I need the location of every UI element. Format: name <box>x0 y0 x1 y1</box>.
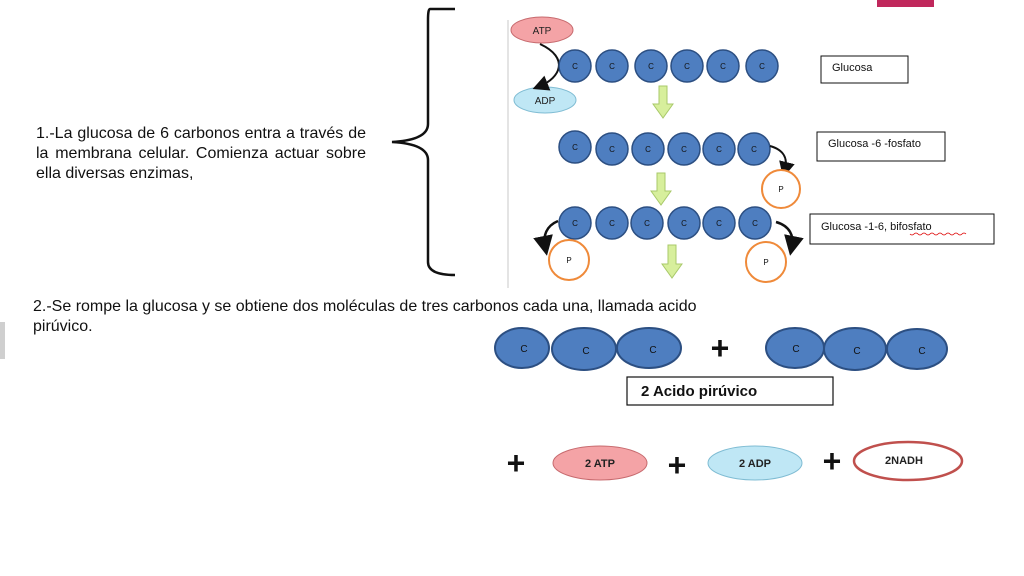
carbon-atom <box>667 132 701 166</box>
carbon-label: C <box>644 219 650 228</box>
carbon-atom <box>737 132 771 166</box>
phosphate-arrow <box>769 145 795 178</box>
step-1-text: 1.-La glucosa de 6 carbonos entra a trav… <box>36 125 366 182</box>
carbon-label: C <box>582 346 589 357</box>
spellcheck-underline <box>909 232 967 236</box>
carbon-label: C <box>681 145 687 154</box>
carbon-label: C <box>792 344 799 355</box>
glucose-6-phosphate-label: Glucosa -6 -fosfato <box>828 138 921 150</box>
carbon-atom <box>670 49 704 83</box>
atp-2-label: 2 ATP <box>585 458 615 470</box>
phosphate-arrow-right <box>775 220 804 256</box>
carbon-label: C <box>759 62 765 71</box>
carbon-label: C <box>716 219 722 228</box>
carbon-label: C <box>520 344 527 355</box>
carbon-atom <box>616 327 682 369</box>
carbon-label: C <box>572 62 578 71</box>
down-arrow <box>661 244 683 279</box>
pyruvate-box: 2 Acido pirúvico <box>626 376 834 406</box>
carbon-label: C <box>684 62 690 71</box>
carbon-atom <box>558 130 592 164</box>
plus-sign: + <box>823 443 842 479</box>
carbon-atom <box>706 49 740 83</box>
carbon-atom <box>558 49 592 83</box>
g16bp-prefix: Glucosa -1-6, <box>821 221 890 233</box>
glucose-1-6-bisphosphate-chain: C C C C C C <box>558 206 772 240</box>
carbon-atom <box>667 206 701 240</box>
carbon-atom <box>494 327 550 369</box>
carbon-atom <box>595 49 629 83</box>
down-arrow <box>650 172 672 206</box>
carbon-atom <box>886 328 948 370</box>
pyruvate-molecule-2: C C C <box>765 327 948 371</box>
carbon-label: C <box>609 219 615 228</box>
glucose-box: Glucosa <box>820 55 909 84</box>
glucose-6-phosphate-chain: C C C C C C <box>558 130 771 166</box>
carbon-atom <box>634 49 668 83</box>
carbon-label: C <box>648 62 654 71</box>
carbon-atom <box>738 206 772 240</box>
carbon-label: C <box>853 346 860 357</box>
plus-sign: + <box>668 447 687 483</box>
carbon-atom <box>595 132 629 166</box>
carbon-atom <box>630 206 664 240</box>
carbon-label: C <box>609 145 615 154</box>
nadh-label: 2NADH <box>885 455 923 467</box>
g16bp-word: bifosfato <box>890 221 932 233</box>
carbon-label: C <box>720 62 726 71</box>
carbon-atom <box>631 132 665 166</box>
pyruvate-label: 2 Acido pirúvico <box>641 383 757 400</box>
carbon-label: C <box>609 62 615 71</box>
carbon-atom <box>702 132 736 166</box>
carbon-label: C <box>751 145 757 154</box>
atp-2-oval: 2 ATP <box>552 445 648 481</box>
adp-label: ADP <box>535 96 556 107</box>
carbon-atom <box>702 206 736 240</box>
left-edge-marker <box>0 322 5 359</box>
pyruvate-molecule-1: C C C <box>494 327 682 371</box>
carbon-atom <box>595 206 629 240</box>
glucose-1-6-bisphosphate-label: Glucosa -1-6, bifosfato <box>821 221 932 233</box>
carbon-label: C <box>752 219 758 228</box>
carbon-label: C <box>572 219 578 228</box>
glucose-1-6-bisphosphate-box: Glucosa -1-6, bifosfato <box>809 213 995 245</box>
glucose-label: Glucosa <box>832 62 873 74</box>
carbon-label: C <box>918 346 925 357</box>
step-2-text: 2.-Se rompe la glucosa y se obtiene dos … <box>33 298 697 335</box>
atp-oval: ATP <box>510 16 574 44</box>
phosphate-circle: P <box>761 169 801 209</box>
carbon-label: C <box>572 143 578 152</box>
phosphate-label: P <box>778 185 783 194</box>
atp-to-adp-arrow <box>532 43 560 91</box>
adp-oval: ADP <box>513 86 577 114</box>
phosphate-label: P <box>763 258 768 267</box>
glucose-6-phosphate-box: Glucosa -6 -fosfato <box>816 131 946 162</box>
plus-sign: + <box>507 445 526 481</box>
carbon-atom <box>745 49 779 83</box>
carbon-label: C <box>649 345 656 356</box>
phosphate-label: P <box>566 256 571 265</box>
atp-label: ATP <box>533 26 552 37</box>
accent-bar <box>877 0 934 7</box>
carbon-label: C <box>716 145 722 154</box>
nadh-oval: 2NADH <box>852 440 964 482</box>
curly-brace <box>391 7 456 277</box>
down-arrow <box>652 85 674 119</box>
phosphate-circle: P <box>745 241 787 283</box>
phosphate-arrow-left <box>533 219 559 256</box>
carbon-atom <box>551 327 617 371</box>
adp-2-oval: 2 ADP <box>707 445 803 481</box>
adp-2-label: 2 ADP <box>739 458 771 470</box>
glucose-chain: C C C C C C <box>558 49 779 83</box>
carbon-label: C <box>645 145 651 154</box>
phosphate-circle: P <box>548 239 590 281</box>
carbon-label: C <box>681 219 687 228</box>
plus-sign: + <box>711 330 730 366</box>
carbon-atom <box>558 206 592 240</box>
